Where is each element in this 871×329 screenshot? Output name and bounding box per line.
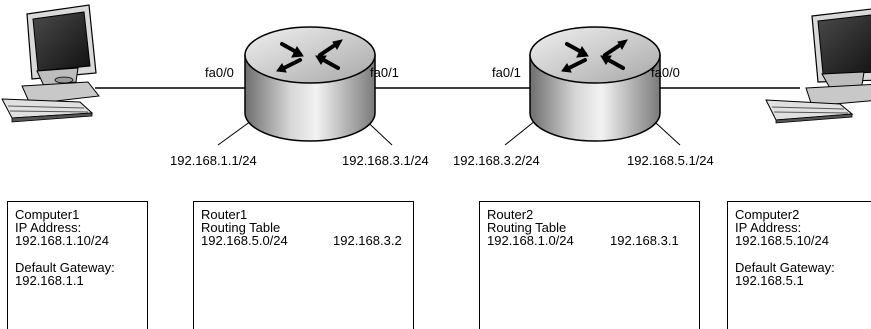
computer2-gateway-label: Default Gateway: [735, 260, 835, 275]
router2-route-network: 192.168.1.0/24 [487, 233, 574, 248]
computer1-gateway-label: Default Gateway: [15, 260, 115, 275]
router2-name: Router2 [487, 207, 534, 222]
router2-info-box: Router2 Routing Table 192.168.1.0/24 192… [479, 201, 700, 329]
router2-icon [529, 26, 661, 142]
router2-route-row: 192.168.1.0/24 192.168.3.1 [487, 234, 699, 247]
router1-route-network: 192.168.5.0/24 [201, 233, 288, 248]
computer1-ip-label: IP Address: [15, 220, 82, 235]
r2-right-ip-label: 192.168.5.1/24 [627, 153, 714, 168]
computer2-icon [765, 8, 871, 124]
computer2-name: Computer2 [735, 207, 800, 222]
computer2-gateway: 192.168.5.1 [735, 273, 804, 288]
router1-route-next-hop: 192.168.3.2 [333, 233, 402, 248]
r1-left-interface-label: fa0/0 [205, 65, 234, 80]
computer1-ip: 192.168.1.10/24 [15, 233, 109, 248]
computer1-name: Computer1 [15, 207, 80, 222]
r1-right-interface-label: fa0/1 [370, 65, 399, 80]
computer2-info-box: Computer2 IP Address: 192.168.5.10/24 De… [727, 201, 871, 329]
computer1-icon [1, 4, 100, 123]
computer2-ip-label: IP Address: [735, 220, 802, 235]
r2-left-interface-label: fa0/1 [492, 65, 521, 80]
r2-right-interface-label: fa0/0 [651, 65, 680, 80]
r1-right-ip-label: 192.168.3.1/24 [342, 153, 429, 168]
computer1-info-box: Computer1 IP Address: 192.168.1.10/24 De… [7, 201, 148, 329]
router1-route-row: 192.168.5.0/24 192.168.3.2 [201, 234, 413, 247]
r1-left-ip-label: 192.168.1.1/24 [170, 153, 257, 168]
computer1-gateway: 192.168.1.1 [15, 273, 84, 288]
router1-icon [244, 26, 376, 142]
router1-name: Router1 [201, 207, 248, 222]
r2-left-ip-label: 192.168.3.2/24 [453, 153, 540, 168]
router2-table-label: Routing Table [487, 220, 567, 235]
router1-table-label: Routing Table [201, 220, 281, 235]
router1-info-box: Router1 Routing Table 192.168.5.0/24 192… [193, 201, 414, 329]
computer2-ip: 192.168.5.10/24 [735, 233, 829, 248]
router2-route-next-hop: 192.168.3.1 [610, 233, 679, 248]
